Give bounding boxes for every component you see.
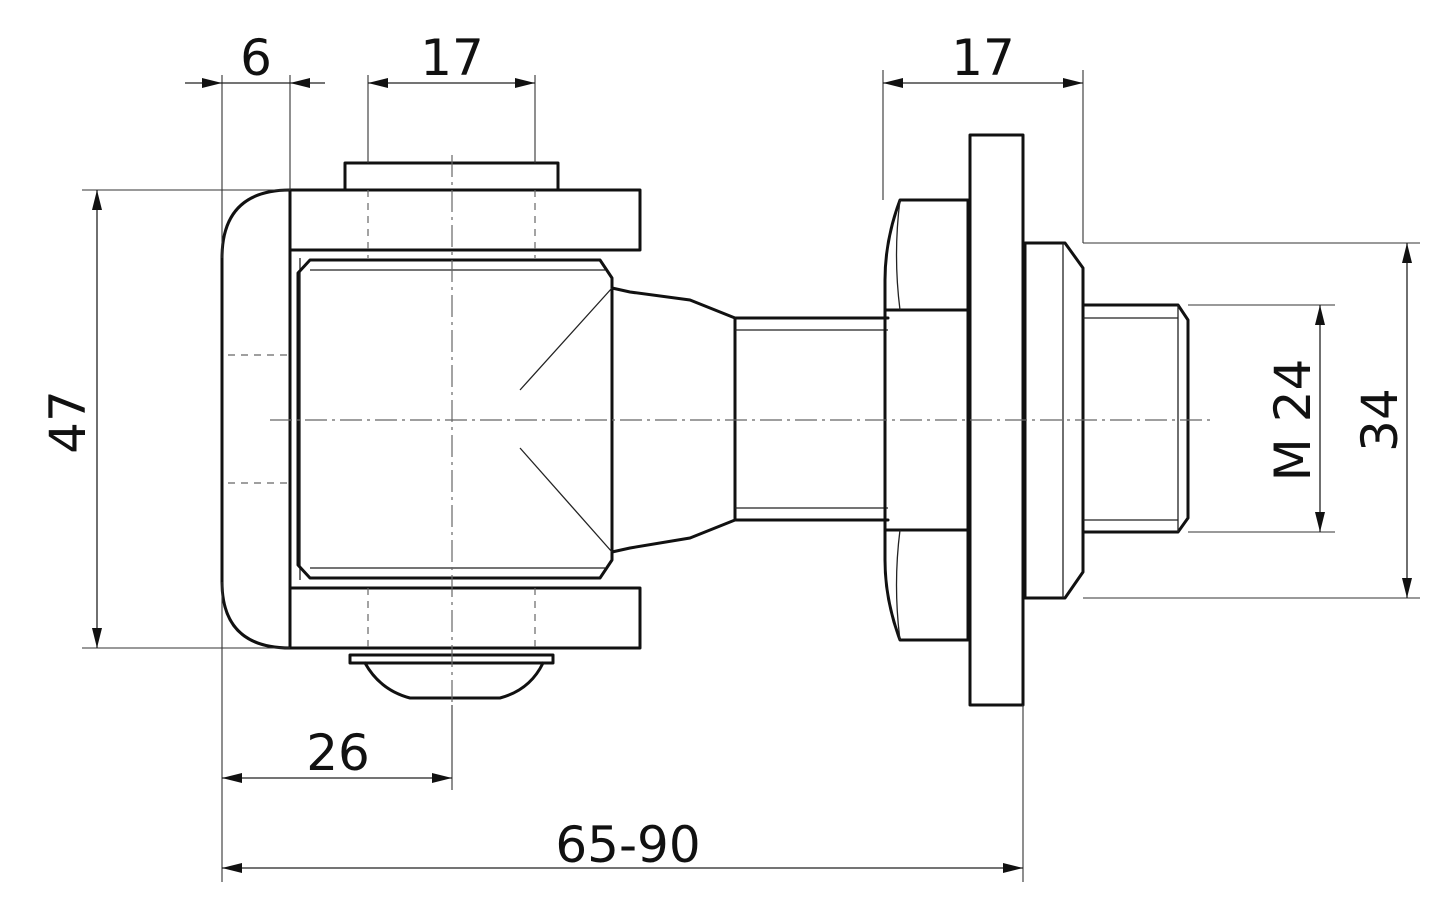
hex-nut: [883, 198, 970, 642]
bolt-neck: [519, 286, 737, 554]
dim-label-17-pin: 17: [420, 29, 484, 87]
dimension-17-nut: 17: [882, 29, 1084, 243]
dimension-65-90: 65-90: [221, 705, 1024, 882]
dim-label-m24: M 24: [1264, 359, 1322, 482]
dim-label-6: 6: [240, 29, 272, 87]
dimension-m24: M 24: [1188, 304, 1335, 533]
threaded-end: [1081, 303, 1190, 534]
dim-label-34: 34: [1351, 388, 1409, 452]
dimension-34: 34: [1083, 242, 1420, 599]
dimension-47: 47: [39, 189, 290, 649]
dimension-26: 26: [221, 582, 453, 790]
dim-label-17-nut: 17: [951, 29, 1015, 87]
dimension-17-pin: 17: [367, 29, 536, 163]
center-lines: [270, 155, 1210, 705]
pin-bottom-cap: [348, 653, 555, 700]
chamfered-washer: [1023, 241, 1085, 600]
dimension-6: 6: [185, 29, 325, 258]
bolt-shank: [733, 316, 890, 522]
hinge-knuckle: [296, 258, 614, 580]
dim-label-26: 26: [306, 724, 370, 782]
dim-label-47: 47: [39, 390, 97, 454]
pin-hidden-lines: [228, 190, 536, 648]
dim-label-65-90: 65-90: [555, 816, 700, 874]
